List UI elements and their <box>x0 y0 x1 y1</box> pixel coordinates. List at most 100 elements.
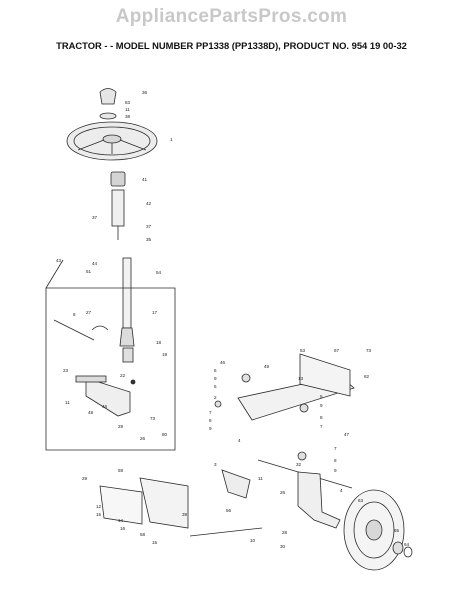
label-64: 64 <box>404 542 410 547</box>
label-48: 48 <box>88 410 94 415</box>
bushing-3[interactable] <box>297 451 307 461</box>
label-27: 27 <box>86 310 92 315</box>
label-11-b: 11 <box>65 400 70 405</box>
label-9-b: 9 <box>209 426 212 431</box>
label-37-b: 37 <box>146 224 152 229</box>
label-15: 15 <box>96 512 102 517</box>
page-title: TRACTOR - - MODEL NUMBER PP1338 (PP1338D… <box>56 40 407 51</box>
steering-adapter[interactable] <box>110 171 126 187</box>
label-67: 67 <box>334 348 340 353</box>
label-23: 23 <box>63 368 69 373</box>
axle-support[interactable] <box>299 353 351 397</box>
label-29: 29 <box>118 424 124 429</box>
label-14: 14 <box>118 518 124 523</box>
label-6: 6 <box>73 312 76 317</box>
bushing[interactable] <box>241 373 251 383</box>
label-73-b: 73 <box>366 348 372 353</box>
label-73: 73 <box>150 416 156 421</box>
steering-bolt[interactable] <box>130 379 136 385</box>
steering-cap[interactable] <box>99 88 117 105</box>
label-18: 18 <box>156 340 162 345</box>
label-39: 39 <box>182 512 188 517</box>
label-11: 11 <box>125 107 130 112</box>
steering-gear-housing[interactable] <box>122 347 134 363</box>
clamp[interactable] <box>91 325 109 331</box>
label-9-c: 9 <box>320 403 323 408</box>
steering-bracket[interactable] <box>85 377 131 417</box>
steering-washer[interactable] <box>99 112 117 120</box>
label-1: 1 <box>170 137 173 142</box>
label-38: 38 <box>125 114 131 119</box>
label-80: 80 <box>162 432 168 437</box>
label-13: 13 <box>298 376 304 381</box>
label-5: 5 <box>214 384 217 389</box>
label-17: 17 <box>152 310 158 315</box>
label-9-d: 9 <box>334 468 337 473</box>
label-10: 10 <box>250 538 256 543</box>
bushing-2[interactable] <box>299 403 309 413</box>
label-42: 42 <box>146 201 152 206</box>
pinion-shaft[interactable] <box>75 375 107 383</box>
label-2: 2 <box>214 395 217 400</box>
frame-bracket[interactable] <box>139 477 189 529</box>
label-8-c: 8 <box>334 458 337 463</box>
steering-shaft-upper[interactable] <box>111 189 125 227</box>
label-63: 63 <box>358 498 364 503</box>
tie-rod[interactable] <box>189 527 263 537</box>
label-6-b: 6 <box>214 368 217 373</box>
part-labels: 36 83 11 38 1 41 42 37 37 35 43 44 51 54… <box>56 90 410 549</box>
spindle[interactable] <box>297 471 341 529</box>
label-54: 54 <box>156 270 162 275</box>
label-15-b: 15 <box>152 540 158 545</box>
label-28: 28 <box>282 530 288 535</box>
label-22: 22 <box>120 373 126 378</box>
label-19: 19 <box>162 352 168 357</box>
label-51: 51 <box>86 269 92 274</box>
label-11-c: 11 <box>258 476 263 481</box>
label-41: 41 <box>142 177 148 182</box>
label-26-b: 26 <box>280 490 286 495</box>
label-49: 49 <box>264 364 270 369</box>
label-47: 47 <box>344 432 350 437</box>
label-32: 32 <box>296 462 302 467</box>
steering-shaft-lower[interactable] <box>122 257 132 329</box>
wheel-bearing[interactable] <box>392 541 404 555</box>
pitman-arm[interactable] <box>221 469 251 499</box>
label-3: 3 <box>214 462 217 467</box>
label-7-b: 7 <box>320 424 323 429</box>
label-35: 35 <box>146 237 152 242</box>
steering-worm[interactable] <box>119 327 135 347</box>
label-53: 53 <box>300 348 306 353</box>
bushing-4[interactable] <box>214 400 222 408</box>
label-30: 30 <box>280 544 286 549</box>
label-8: 8 <box>209 418 212 423</box>
label-16: 16 <box>120 526 126 531</box>
label-4: 4 <box>238 438 241 443</box>
label-44: 44 <box>92 261 98 266</box>
front-wheel[interactable] <box>343 489 405 571</box>
label-46-b: 46 <box>220 360 226 365</box>
label-56: 56 <box>226 508 232 513</box>
wheel-cap[interactable] <box>403 546 413 558</box>
label-8-b: 8 <box>320 415 323 420</box>
label-7: 7 <box>209 410 212 415</box>
label-26: 26 <box>140 436 146 441</box>
label-5-b: 5 <box>320 394 323 399</box>
label-46: 46 <box>102 404 108 409</box>
label-59: 59 <box>118 468 124 473</box>
label-29-b: 29 <box>82 476 88 481</box>
label-58: 58 <box>140 532 146 537</box>
label-65: 65 <box>394 528 400 533</box>
steering-wheel[interactable] <box>66 121 158 161</box>
label-43: 43 <box>56 258 62 263</box>
label-83: 83 <box>125 100 131 105</box>
label-36: 36 <box>142 90 148 95</box>
subassembly-outline <box>45 287 176 451</box>
label-4-b: 4 <box>340 488 343 493</box>
steering-plate[interactable] <box>99 485 143 525</box>
label-12: 12 <box>96 504 102 509</box>
label-37: 37 <box>92 215 98 220</box>
label-7-c: 7 <box>334 446 337 451</box>
label-82: 82 <box>364 374 370 379</box>
